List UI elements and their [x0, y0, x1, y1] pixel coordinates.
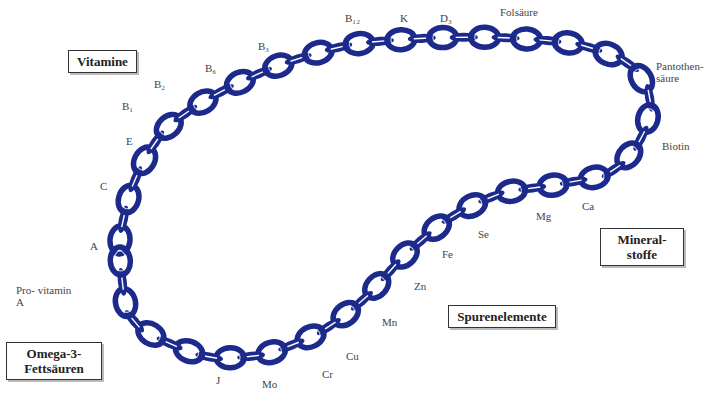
link-highlight: [583, 169, 605, 185]
category-box: Spurenelemente: [448, 305, 556, 328]
chain-link: [173, 337, 206, 365]
link-ring: [223, 67, 257, 97]
link-highlight: [178, 342, 201, 360]
chain-link: [109, 246, 131, 275]
link-ring: [109, 246, 131, 275]
chain-link: [223, 67, 257, 97]
link-highlight: [597, 45, 620, 64]
category-label: Spurenelemente: [457, 309, 547, 324]
link-ring: [262, 51, 295, 80]
nutrient-label: Fe: [442, 248, 453, 260]
link-ring: [173, 337, 206, 365]
nutrient-label: B₁₂: [345, 12, 360, 24]
link-highlight: [118, 292, 134, 314]
nutrient-label: Pro- vitamin A: [16, 284, 74, 308]
link-ring: [294, 322, 328, 352]
nutrient-label: D₃: [440, 12, 452, 24]
category-box: Mineral- stoffe: [600, 228, 684, 266]
chain-link: [626, 62, 657, 96]
nutrient-label: Mg: [536, 210, 551, 222]
chain-links: [109, 27, 661, 368]
nutrient-label: B₆: [205, 62, 216, 74]
category-box: Omega-3- Fettsäuren: [6, 342, 102, 380]
link-ring: [626, 62, 657, 96]
nutrient-label: B₃: [258, 40, 269, 52]
nutrient-label: Zn: [414, 280, 426, 292]
chain-link: [294, 322, 328, 352]
link-highlight: [260, 344, 283, 361]
link-highlight: [120, 188, 137, 211]
nutrient-label: Mn: [382, 316, 397, 328]
nutrient-label: Cr: [322, 368, 333, 380]
nutrient-label: C: [100, 180, 107, 192]
category-box: Vitamine: [68, 50, 137, 73]
nutrient-label: A: [90, 240, 98, 252]
link-highlight: [220, 352, 240, 364]
nutrient-label: B₁: [122, 100, 133, 112]
nutrient-label: K: [400, 12, 408, 24]
nutrient-label: Folsäure: [500, 6, 538, 18]
chain-guide: [120, 37, 650, 358]
link-highlight: [114, 251, 127, 272]
nutrient-label: Mo: [262, 378, 277, 390]
nutrient-label: Ca: [582, 200, 594, 212]
link-highlight: [307, 44, 330, 61]
category-label: Mineral- stoffe: [609, 232, 675, 262]
category-label: Omega-3- Fettsäuren: [15, 346, 93, 376]
nutrient-label: E: [126, 135, 133, 147]
nutrient-label: Pantothen- säure: [656, 60, 714, 84]
nutrient-label: Biotin: [662, 140, 690, 152]
link-ring: [592, 40, 625, 69]
nutrient-label: B₂: [154, 78, 165, 90]
chain-link: [592, 40, 625, 69]
nutrient-label: Se: [478, 228, 489, 240]
nutrient-label: J: [216, 374, 220, 386]
category-label: Vitamine: [77, 54, 128, 69]
nutrient-label: Cu: [346, 350, 359, 362]
chain-link: [262, 51, 295, 80]
link-highlight: [267, 57, 290, 75]
